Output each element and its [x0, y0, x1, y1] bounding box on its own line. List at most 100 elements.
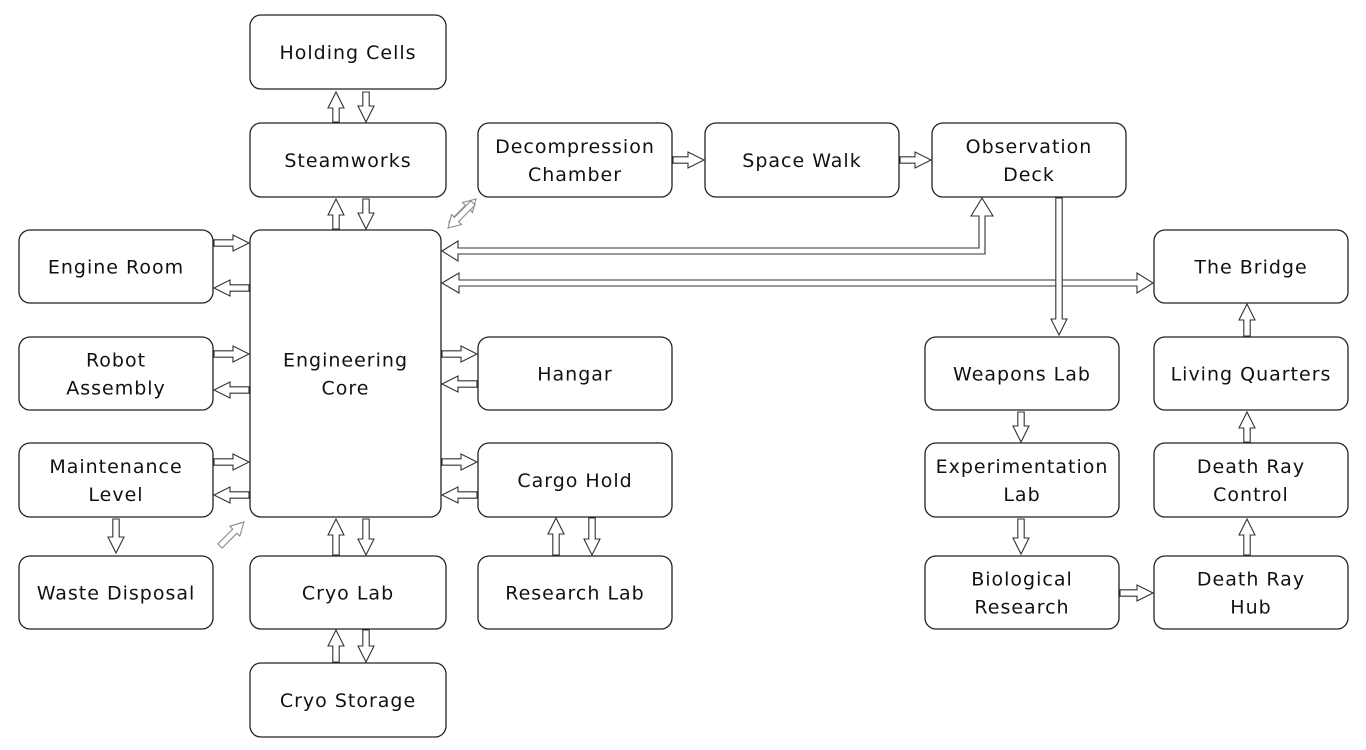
node-label: Core [322, 378, 370, 400]
node-label: Holding Cells [279, 42, 416, 64]
edge-death-ray-control-to-living-quarters [1238, 410, 1256, 443]
node-steamworks: Steamworks [249, 122, 447, 198]
edge-cryo-lab-to-core [327, 517, 345, 556]
edge-weapons-lab-to-experimentation-lab [1012, 411, 1030, 444]
edge-maintenance-to-waste-disposal [107, 518, 125, 555]
edge-core-to-maintenance [212, 486, 250, 504]
node-box [249, 662, 447, 738]
edge-living-quarters-to-the-bridge [1238, 302, 1256, 337]
node-label: Biological [971, 569, 1073, 591]
node-label: Space Walk [742, 150, 861, 172]
edge-decompression-to-space-walk [672, 151, 706, 169]
node-label: Cryo Lab [302, 583, 394, 605]
node-label: Maintenance [49, 456, 182, 478]
node-label: Level [88, 484, 143, 506]
node-box [931, 122, 1127, 198]
node-box [1153, 229, 1349, 304]
edge-death-ray-hub-to-death-ray-control [1238, 517, 1256, 556]
node-label: Waste Disposal [37, 583, 196, 605]
node-holding-cells: Holding Cells [249, 14, 447, 90]
edge-core-to-engine-room [212, 279, 250, 297]
edge-core-to-robot-assembly [212, 381, 250, 399]
edge-core-to-hangar [441, 345, 479, 363]
node-engine-room: Engine Room [18, 229, 214, 304]
node-box [477, 122, 673, 198]
node-box [249, 14, 447, 90]
node-label: Cryo Storage [280, 690, 416, 712]
node-research-lab: Research Lab [477, 555, 673, 630]
node-label: Living Quarters [1171, 364, 1332, 386]
edge-maintenance-to-core [213, 453, 251, 471]
edge-biological-research-to-death-ray-hub [1119, 584, 1155, 602]
node-label: Decompression [495, 136, 655, 158]
edge-steamworks-to-core [357, 198, 375, 231]
edge-space-walk-to-observation [899, 151, 933, 169]
node-label: Weapons Lab [953, 364, 1091, 386]
node-cryo-storage: Cryo Storage [249, 662, 447, 738]
edge-observation-to-weapons-lab [1050, 197, 1068, 337]
node-label: Lab [1003, 484, 1040, 506]
node-label: The Bridge [1193, 257, 1307, 279]
node-box [249, 555, 447, 630]
node-label: Engineering [283, 350, 408, 372]
node-label: Deck [1003, 164, 1055, 186]
node-label: Robot [86, 350, 146, 372]
node-box [1153, 442, 1349, 518]
node-box [1153, 555, 1349, 630]
node-cryo-lab: Cryo Lab [249, 555, 447, 630]
node-hangar: Hangar [477, 336, 673, 411]
node-label: Engine Room [48, 257, 184, 279]
edge-engine-room-to-core [213, 234, 251, 252]
edge-experimentation-lab-to-biological-research [1012, 518, 1030, 556]
node-box [924, 336, 1120, 411]
node-box [924, 555, 1120, 630]
node-box [18, 336, 214, 411]
edge-layer [107, 90, 1256, 664]
node-box [477, 555, 673, 630]
node-cargo-hold: Cargo Hold [477, 442, 673, 518]
edge-core-observation [440, 196, 994, 262]
edge-cargo-hold-to-research-lab [583, 517, 601, 557]
edge-core-the-bridge [440, 272, 1155, 294]
node-label: Cargo Hold [517, 470, 632, 492]
diagonal-arrow-marker-down [447, 200, 476, 229]
node-living-quarters: Living Quarters [1153, 336, 1349, 411]
node-box [249, 229, 442, 518]
node-box [704, 122, 900, 198]
node-label: Hangar [537, 364, 613, 386]
edge-steamworks-to-holding-cells [327, 90, 345, 123]
node-label: Death Ray [1197, 456, 1305, 478]
node-box [477, 336, 673, 411]
node-weapons-lab: Weapons Lab [924, 336, 1120, 411]
node-space-walk: Space Walk [704, 122, 900, 198]
edge-core-to-cryo-lab [357, 518, 375, 557]
node-label: Control [1213, 484, 1289, 506]
edge-cryo-lab-to-cryo-storage [357, 629, 375, 664]
node-the-bridge: The Bridge [1153, 229, 1349, 304]
edge-robot-assembly-to-core [213, 345, 251, 363]
node-box [249, 122, 447, 198]
diagonal-arrow-marker [217, 521, 245, 549]
edge-core-to-steamworks [327, 197, 345, 230]
node-label: Experimentation [936, 456, 1109, 478]
edge-hangar-to-core [440, 375, 478, 393]
edge-cryo-storage-to-cryo-lab [327, 628, 345, 663]
node-label: Hub [1230, 597, 1271, 619]
node-label: Research [974, 597, 1069, 619]
edge-cargo-hold-to-core [440, 486, 478, 504]
node-label: Chamber [528, 164, 622, 186]
node-label: Research Lab [505, 583, 644, 605]
node-label: Death Ray [1197, 569, 1305, 591]
node-box [477, 442, 673, 518]
edge-holding-cells-to-steamworks [357, 91, 375, 124]
